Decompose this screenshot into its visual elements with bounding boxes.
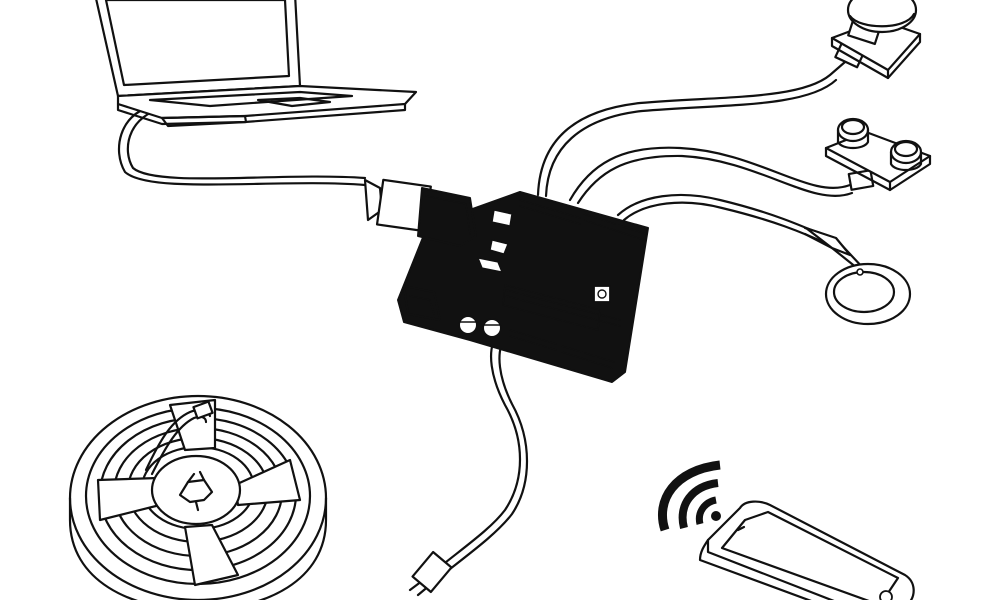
led-strip-reel-icon	[68, 394, 328, 600]
usb-cable	[117, 105, 367, 187]
usb-cable-inner	[126, 108, 367, 180]
laptop-icon	[95, 0, 418, 128]
piezo-disc-sensor-icon	[824, 262, 912, 326]
led-strip-cable	[408, 331, 521, 592]
piezo-cable	[616, 193, 832, 240]
piezo-lead-cover	[804, 226, 852, 257]
led-strip-cable-2	[416, 334, 529, 597]
cables	[117, 39, 875, 597]
ultrasonic-sensor-icon	[824, 117, 932, 192]
buzzer-cable	[536, 60, 847, 197]
ultrasonic-cable-2	[576, 154, 854, 205]
smartphone-icon	[698, 500, 915, 600]
ultrasonic-plug	[847, 169, 875, 191]
buzzer-module-icon	[830, 0, 922, 80]
piezo-cable-2	[622, 201, 834, 248]
microcontroller-board-icon	[397, 187, 649, 383]
led-strip-connector	[411, 550, 453, 594]
wireless-signal-icon	[658, 460, 721, 532]
buzzer-cable-2	[544, 78, 838, 198]
ultrasonic-cable	[568, 146, 852, 202]
